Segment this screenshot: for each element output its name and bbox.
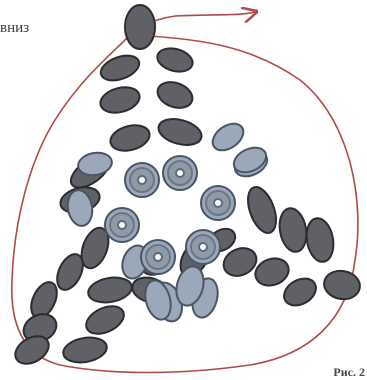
dark-pebble — [82, 301, 128, 340]
dark-pebble — [243, 183, 282, 236]
ring-pebble-center — [214, 199, 222, 207]
dark-pebble — [154, 78, 196, 113]
dark-pebble — [125, 5, 155, 49]
dark-pebble — [322, 268, 362, 302]
dark-pebble — [61, 334, 108, 365]
dark-pebble — [86, 274, 133, 305]
ring-pebble-center — [118, 221, 126, 229]
dark-pebble — [98, 83, 143, 117]
dark-pebble — [276, 206, 309, 254]
dark-pebble — [156, 115, 205, 150]
light-pebble — [208, 118, 248, 156]
ring-pebble-center — [154, 253, 162, 261]
dark-pebble — [97, 51, 142, 85]
ring-pebble-center — [138, 176, 146, 184]
figure-caption: Рис. 2 — [333, 365, 365, 380]
ring-pebble-center — [199, 243, 207, 251]
ring-pebble-center — [176, 169, 184, 177]
dark-pebble — [155, 45, 195, 76]
dark-pebble — [108, 121, 153, 155]
dark-pebble — [252, 254, 293, 290]
dark-pebble — [303, 216, 336, 264]
